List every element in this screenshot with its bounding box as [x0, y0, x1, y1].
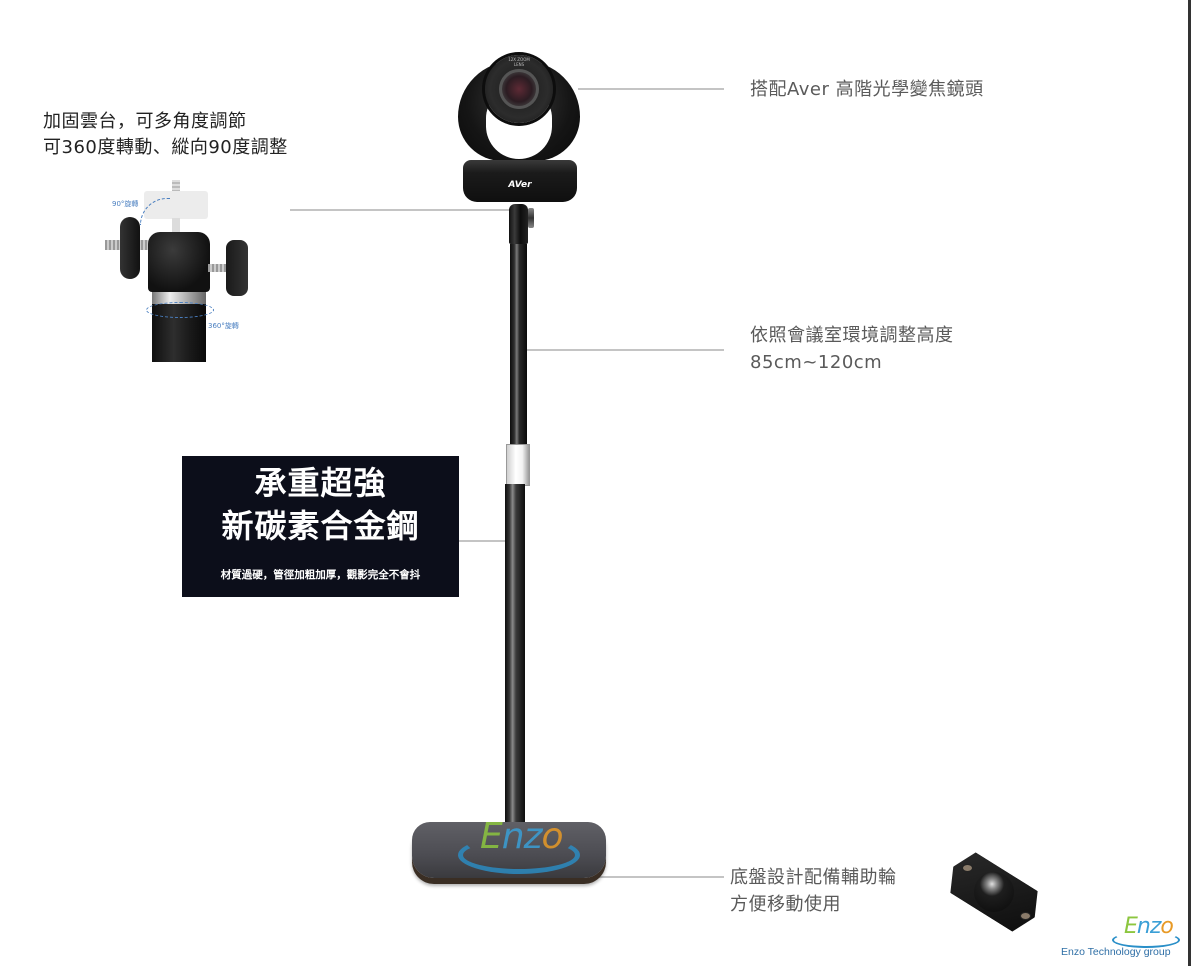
- pole-clamp-knob: [528, 208, 534, 228]
- ball-head-caption-line1: 加固雲台，可多角度調節: [43, 111, 247, 132]
- height-caption-line1: 依照會議室環境調整高度: [750, 325, 954, 346]
- logo-letter-e: E: [1124, 914, 1138, 939]
- ball-head-left-knob: [120, 217, 140, 279]
- ball-head-caption-line2: 可360度轉動、縱向90度調整: [43, 137, 288, 158]
- height-caption-line2: 85cm~120cm: [750, 352, 883, 373]
- lens-caption: 搭配Aver 高階光學變焦鏡頭: [750, 79, 984, 100]
- promo-title-line2: 新碳素合金鋼: [221, 507, 420, 545]
- camera-lens: [499, 69, 539, 109]
- enzo-logo: Enzo: [1106, 914, 1182, 948]
- caster-mount-hole: [1020, 912, 1031, 920]
- logo-letter-n: n: [1136, 914, 1151, 939]
- caster-mount-hole: [962, 864, 973, 872]
- promo-title-line1: 承重超強: [254, 464, 387, 502]
- watermark-letter-e: E: [480, 816, 503, 857]
- ball-head-image: 90°旋轉 360°旋轉: [100, 180, 300, 365]
- enzo-watermark: Enzo: [458, 816, 580, 876]
- ball-head-top-screw: [172, 180, 180, 194]
- callout-line-lens: [578, 88, 724, 90]
- enzo-logo-swoosh-icon: [1112, 932, 1180, 948]
- watermark-text: Enzo: [480, 816, 564, 857]
- callout-line-height: [526, 349, 724, 351]
- camera-head: 12X ZOOM LENS: [485, 55, 553, 123]
- enzo-logo-text: Enzo: [1124, 914, 1174, 939]
- pole-height-collar: [506, 444, 530, 486]
- camera-lens-label: 12X ZOOM LENS: [508, 57, 530, 67]
- ball-head-ring: [152, 292, 206, 304]
- pole-upper-section: [510, 244, 527, 444]
- aver-camera-image: 12X ZOOM LENS AVer: [455, 55, 585, 205]
- ball-head-body: [148, 232, 210, 292]
- height-caption: 依照會議室環境調整高度 85cm~120cm: [750, 322, 954, 376]
- watermark-letter-n: n: [501, 816, 525, 857]
- pole-lower-section: [505, 484, 525, 844]
- watermark-letter-z: z: [523, 816, 543, 857]
- pole-top-clamp: [509, 204, 528, 244]
- rotate-90-label: 90°旋轉: [112, 200, 139, 208]
- base-caption-line1: 底盤設計配備輔助輪: [730, 867, 897, 888]
- callout-line-promo: [459, 540, 506, 542]
- camera-base: AVer: [463, 160, 577, 202]
- ball-head-right-screw: [208, 264, 230, 272]
- base-caption: 底盤設計配備輔助輪 方便移動使用: [730, 864, 897, 918]
- aver-logo: AVer: [508, 180, 532, 190]
- base-caption-line2: 方便移動使用: [730, 894, 841, 915]
- caster-ball: [974, 872, 1014, 912]
- enzo-tagline: Enzo Technology group: [1061, 946, 1171, 958]
- logo-letter-z: z: [1149, 914, 1162, 939]
- watermark-swoosh-icon: [458, 836, 580, 874]
- ball-head-stem: [172, 218, 180, 240]
- right-edge-border: [1188, 0, 1191, 966]
- promo-banner: 承重超強 新碳素合金鋼 材質過硬，管徑加粗加厚，觀影完全不會抖: [182, 456, 459, 597]
- callout-line-ball-head: [290, 209, 512, 211]
- promo-subtitle: 材質過硬，管徑加粗加厚，觀影完全不會抖: [220, 569, 421, 581]
- rotate-360-label: 360°旋轉: [208, 322, 239, 330]
- caster-wheel-image: [940, 850, 1048, 938]
- ball-head-caption: 加固雲台，可多角度調節 可360度轉動、縱向90度調整: [43, 109, 288, 161]
- logo-letter-o: o: [1160, 914, 1174, 939]
- callout-line-base: [598, 876, 724, 878]
- ball-head-right-knob: [226, 240, 248, 296]
- watermark-letter-o: o: [541, 816, 563, 857]
- rotate-360-arrow-icon: [146, 302, 214, 318]
